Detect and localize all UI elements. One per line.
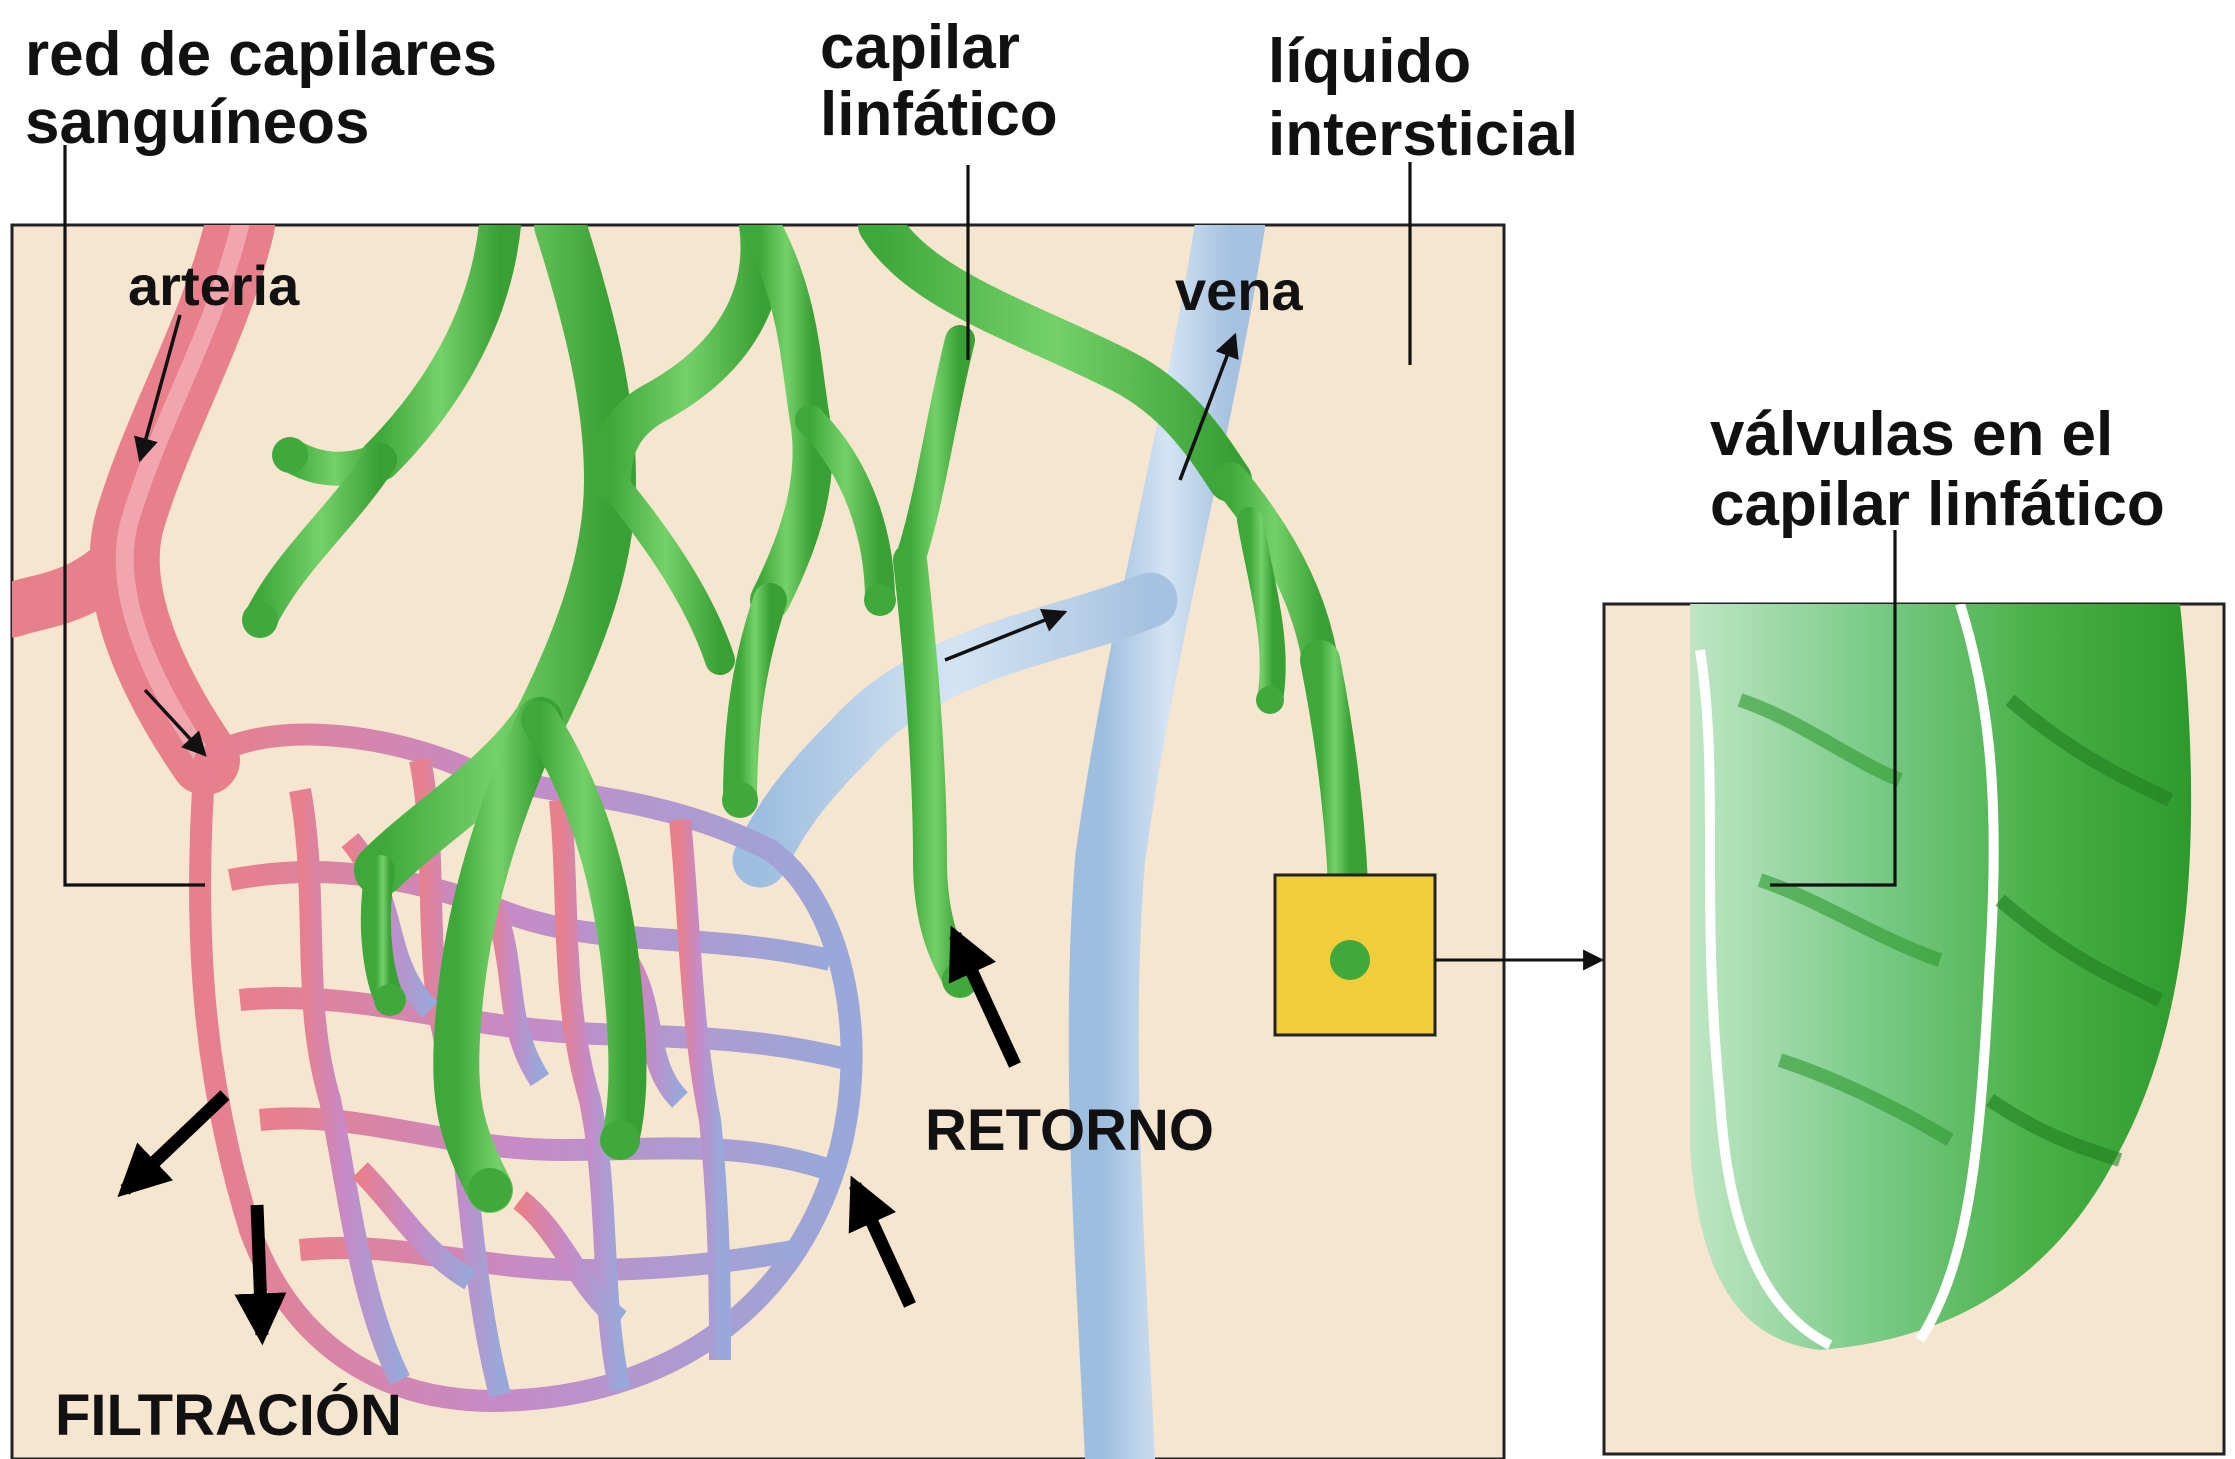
label-arteria: arteria (128, 254, 300, 317)
label-valvulas-line1: válvulas en el (1710, 400, 2113, 469)
label-valvulas-line2: capilar linfático (1710, 470, 2165, 539)
label-red-capilares-line2: sanguíneos (25, 88, 370, 157)
label-liquido-line1: líquido (1268, 27, 1471, 96)
label-vena: vena (1175, 259, 1303, 322)
label-capilar-linfatico-line2: linfático (820, 80, 1058, 149)
label-retorno: RETORNO (925, 1098, 1214, 1163)
label-filtracion: FILTRACIÓN (55, 1383, 402, 1448)
filtration-arrow-2 (257, 1205, 262, 1335)
label-capilar-linfatico-line1: capilar (820, 13, 1020, 82)
label-red-capilares-line1: red de capilares (25, 20, 497, 89)
label-liquido-line2: intersticial (1268, 100, 1578, 169)
